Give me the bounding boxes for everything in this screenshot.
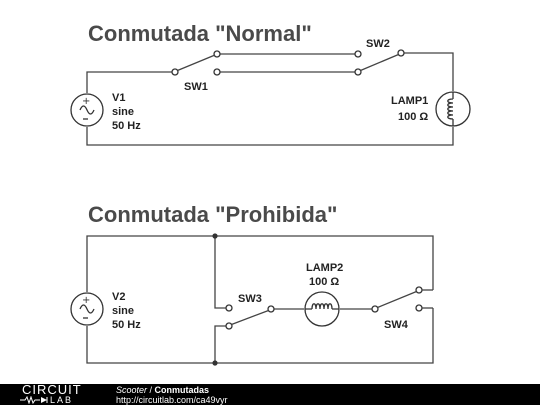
lamp2-value-label: 100 Ω [309,276,339,288]
source-v1: + [70,93,104,127]
sw1-label: SW1 [184,81,208,93]
junction-top [212,233,218,239]
v2-freq-label: 50 Hz [112,319,141,331]
junction-bottom [212,360,218,366]
footer-project-line: Scooter / Conmutadas [116,385,209,395]
breadcrumb-separator: / [147,385,155,395]
circuit1-wires [86,52,454,146]
circuit2-title: Conmutada "Prohibida" [88,202,337,227]
circuit2-wires [86,235,434,364]
logo-lab-text: LAB [50,395,74,405]
lamp1-value-label: 100 Ω [398,111,428,123]
switch-sw3 [225,304,275,330]
switch-sw2 [354,49,405,76]
svg-text:+: + [82,295,90,306]
project-name[interactable]: Conmutadas [154,385,210,395]
circuit1-title: Conmutada "Normal" [88,21,312,46]
v2-type-label: sine [112,305,134,317]
logo-waveform-icon [20,396,48,404]
lamp1 [435,91,471,127]
project-url-link[interactable]: http://circuitlab.com/ca49vyr [116,395,228,405]
v1-freq-label: 50 Hz [112,120,141,132]
svg-text:+: + [82,96,90,107]
sw4-label: SW4 [384,319,409,331]
footer-bar: CIRCUIT LAB Scooter / Conmutadas http://… [0,382,540,405]
v2-name-label: V2 [112,291,125,303]
source-v2: + [70,292,104,326]
lamp2 [304,291,340,327]
v1-name-label: V1 [112,92,125,104]
lamp1-name-label: LAMP1 [391,95,428,107]
lamp2-name-label: LAMP2 [306,262,343,274]
switch-sw4 [371,286,433,313]
sw2-label: SW2 [366,38,390,50]
author-name[interactable]: Scooter [116,385,148,395]
switch-sw1 [171,50,221,76]
sw3-label: SW3 [238,293,262,305]
logo-circuit-text: CIRCUIT [22,382,82,397]
v1-type-label: sine [112,106,134,118]
